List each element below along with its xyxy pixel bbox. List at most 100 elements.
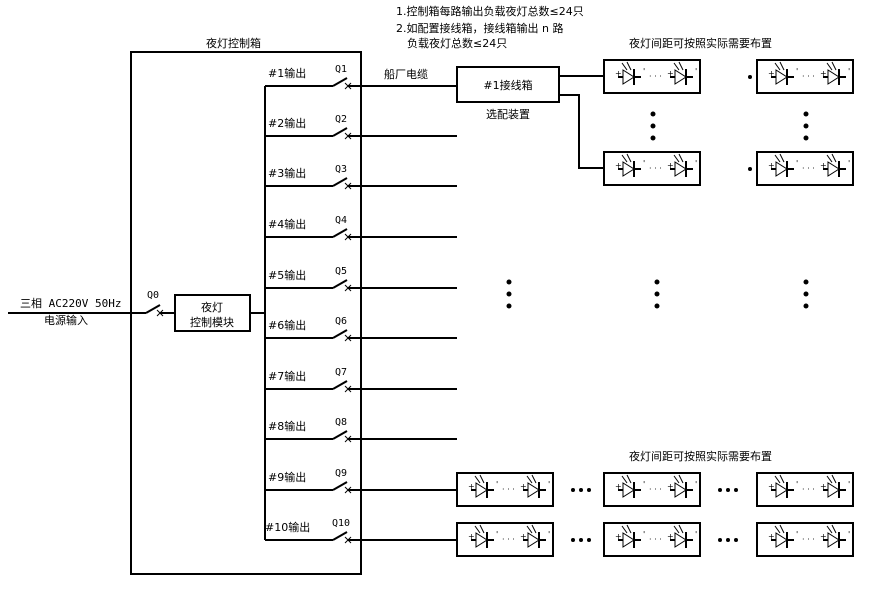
led-group-box: +'+'· · ·: [603, 59, 701, 94]
output-row: #7输出 Q7: [265, 367, 457, 393]
output-row: #8输出 Q8: [265, 417, 457, 443]
led-group-box: +'+'· · ·: [456, 522, 554, 557]
output-label: #1输出: [268, 66, 306, 80]
led-minus: ': [848, 159, 850, 168]
output-label: #5输出: [268, 268, 306, 282]
led-icon: +': [768, 61, 798, 85]
breaker-switch: [332, 177, 352, 190]
led-icon: +': [468, 524, 498, 548]
led-plus: +: [615, 69, 622, 78]
led-plus: +: [667, 532, 674, 541]
led-minus: ': [548, 530, 550, 539]
vertical-dots: [803, 279, 809, 309]
led-minus: ': [643, 480, 645, 489]
breaker-switch: [332, 279, 352, 292]
led-plus: +: [468, 532, 475, 541]
output-label: #7输出: [268, 369, 306, 383]
horizontal-dots: [571, 488, 591, 492]
led-minus: ': [496, 530, 498, 539]
breaker-switch: [332, 77, 352, 90]
led-icon: +': [615, 153, 645, 177]
led-plus: +: [615, 161, 622, 170]
led-icon: +': [615, 474, 645, 498]
led-minus: ': [548, 480, 550, 489]
led-plus: +: [768, 482, 775, 491]
led-icon: +': [820, 524, 850, 548]
junction-box: [456, 66, 560, 103]
output-breaker-label: Q10: [332, 518, 350, 529]
breaker-switch: [332, 430, 352, 443]
vertical-dots: [654, 279, 660, 309]
note-1: 1.控制箱每路输出负载夜灯总数≤24只: [396, 4, 584, 18]
led-ellipsis: · · ·: [802, 164, 815, 173]
led-icon: +': [768, 474, 798, 498]
breaker-switch: [332, 329, 352, 342]
led-minus: ': [695, 159, 697, 168]
led-minus: ': [796, 67, 798, 76]
output-breaker-label: Q5: [335, 266, 347, 277]
spacing-note-top: 夜灯间距可按照实际需要布置: [629, 36, 772, 50]
led-group-box: +'+'· · ·: [456, 472, 554, 507]
led-plus: +: [520, 482, 527, 491]
led-ellipsis: · · ·: [649, 72, 662, 81]
output-label: #6输出: [268, 318, 306, 332]
output-breaker-label: Q2: [335, 114, 347, 125]
horizontal-dots: [571, 538, 591, 542]
vertical-dots: [803, 111, 809, 141]
led-icon: +': [468, 474, 498, 498]
led-ellipsis: · · ·: [502, 485, 515, 494]
main-breaker-label: Q0: [147, 290, 159, 301]
led-ellipsis: · · ·: [649, 164, 662, 173]
led-minus: ': [496, 480, 498, 489]
led-icon: +': [667, 524, 697, 548]
led-icon: +': [820, 61, 850, 85]
control-box-title: 夜灯控制箱: [206, 36, 261, 50]
breaker-switch: [332, 228, 352, 241]
led-icon: +': [820, 474, 850, 498]
led-ellipsis: · · ·: [802, 72, 815, 81]
horizontal-dots: [718, 488, 738, 492]
horizontal-dots: [718, 538, 738, 542]
led-plus: +: [768, 161, 775, 170]
output-breaker-label: Q7: [335, 367, 347, 378]
output-row: #2输出 Q2: [265, 114, 457, 140]
led-minus: ': [643, 67, 645, 76]
led-plus: +: [768, 532, 775, 541]
led-ellipsis: · · ·: [802, 485, 815, 494]
output-row: #10输出 Q10: [265, 518, 457, 544]
vertical-dots: [650, 111, 656, 141]
output-row: #5输出 Q5: [265, 266, 457, 292]
output-breaker-label: Q1: [335, 64, 347, 75]
led-group-box: +'+'· · ·: [603, 472, 701, 507]
output-label: #4输出: [268, 217, 306, 231]
led-minus: ': [643, 530, 645, 539]
led-plus: +: [768, 69, 775, 78]
vertical-dots: [506, 279, 512, 309]
led-icon: +': [768, 153, 798, 177]
output-label: #10输出: [265, 520, 310, 534]
led-icon: +': [768, 524, 798, 548]
led-plus: +: [820, 69, 827, 78]
led-plus: +: [667, 69, 674, 78]
junction-out-n: [559, 94, 604, 169]
led-icon: +': [520, 524, 550, 548]
power-input-spec: 三相 AC220V 50Hz: [20, 297, 121, 310]
output-label: #8输出: [268, 419, 306, 433]
output-breaker-label: Q3: [335, 164, 347, 175]
led-icon: +': [820, 153, 850, 177]
led-minus: ': [848, 530, 850, 539]
led-groups: +'+'· · ·+'+'· · ·+'+'· · ·+'+'· · ·+'+'…: [456, 59, 854, 557]
continuation-dots: [506, 111, 809, 309]
output-label: #2输出: [268, 116, 306, 130]
output-label: #9输出: [268, 470, 306, 484]
notes: 1.控制箱每路输出负载夜灯总数≤24只 2.如配置接线箱，接线箱输出 n 路 负…: [396, 4, 584, 50]
main-breaker-q0: [145, 304, 175, 317]
led-icon: +': [615, 524, 645, 548]
output-row: #1输出 Q1: [265, 64, 457, 90]
output-breaker-label: Q8: [335, 417, 347, 428]
led-icon: +': [667, 153, 697, 177]
